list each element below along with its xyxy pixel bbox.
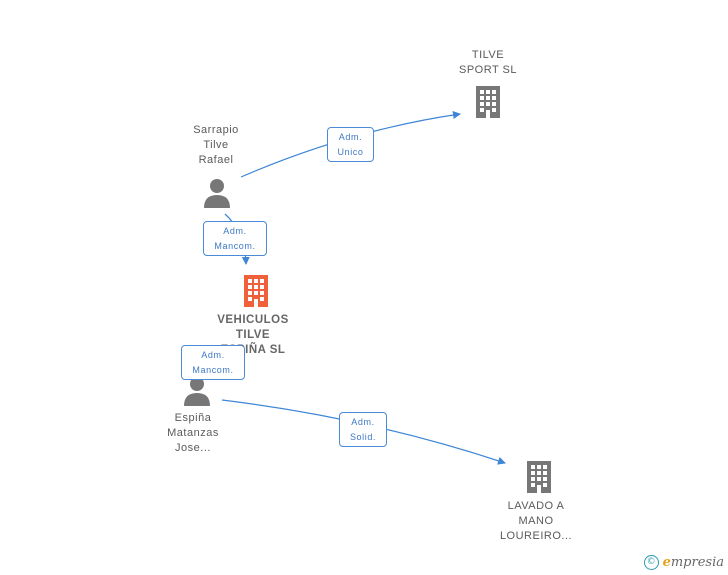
edge-label-adm-mancom-espina[interactable]: Adm. Mancom. — [181, 345, 245, 380]
edge-label-adm-unico[interactable]: Adm. Unico — [327, 127, 374, 162]
brand-logo: empresia — [662, 555, 724, 570]
empresia-watermark: © empresia — [643, 555, 724, 570]
company-label-lavado[interactable]: LAVADO A MANO LOUREIRO... — [499, 500, 573, 542]
person-icon[interactable] — [202, 178, 232, 208]
edge-label-adm-mancom-sarrapio[interactable]: Adm. Mancom. — [203, 221, 267, 256]
copyright-icon: © — [643, 555, 659, 570]
person-label-sarrapio[interactable]: Sarrapio Tilve Rafael — [193, 124, 239, 166]
person-label-espina[interactable]: Espiña Matanzas Jose... — [167, 412, 219, 454]
edge-label-adm-solid[interactable]: Adm. Solid. — [339, 412, 387, 447]
building-icon[interactable] — [523, 460, 555, 494]
person-icon[interactable] — [182, 376, 212, 406]
building-icon[interactable] — [472, 85, 504, 119]
company-label-tilve-sport[interactable]: TILVE SPORT SL — [458, 49, 517, 76]
building-icon[interactable] — [240, 274, 272, 308]
